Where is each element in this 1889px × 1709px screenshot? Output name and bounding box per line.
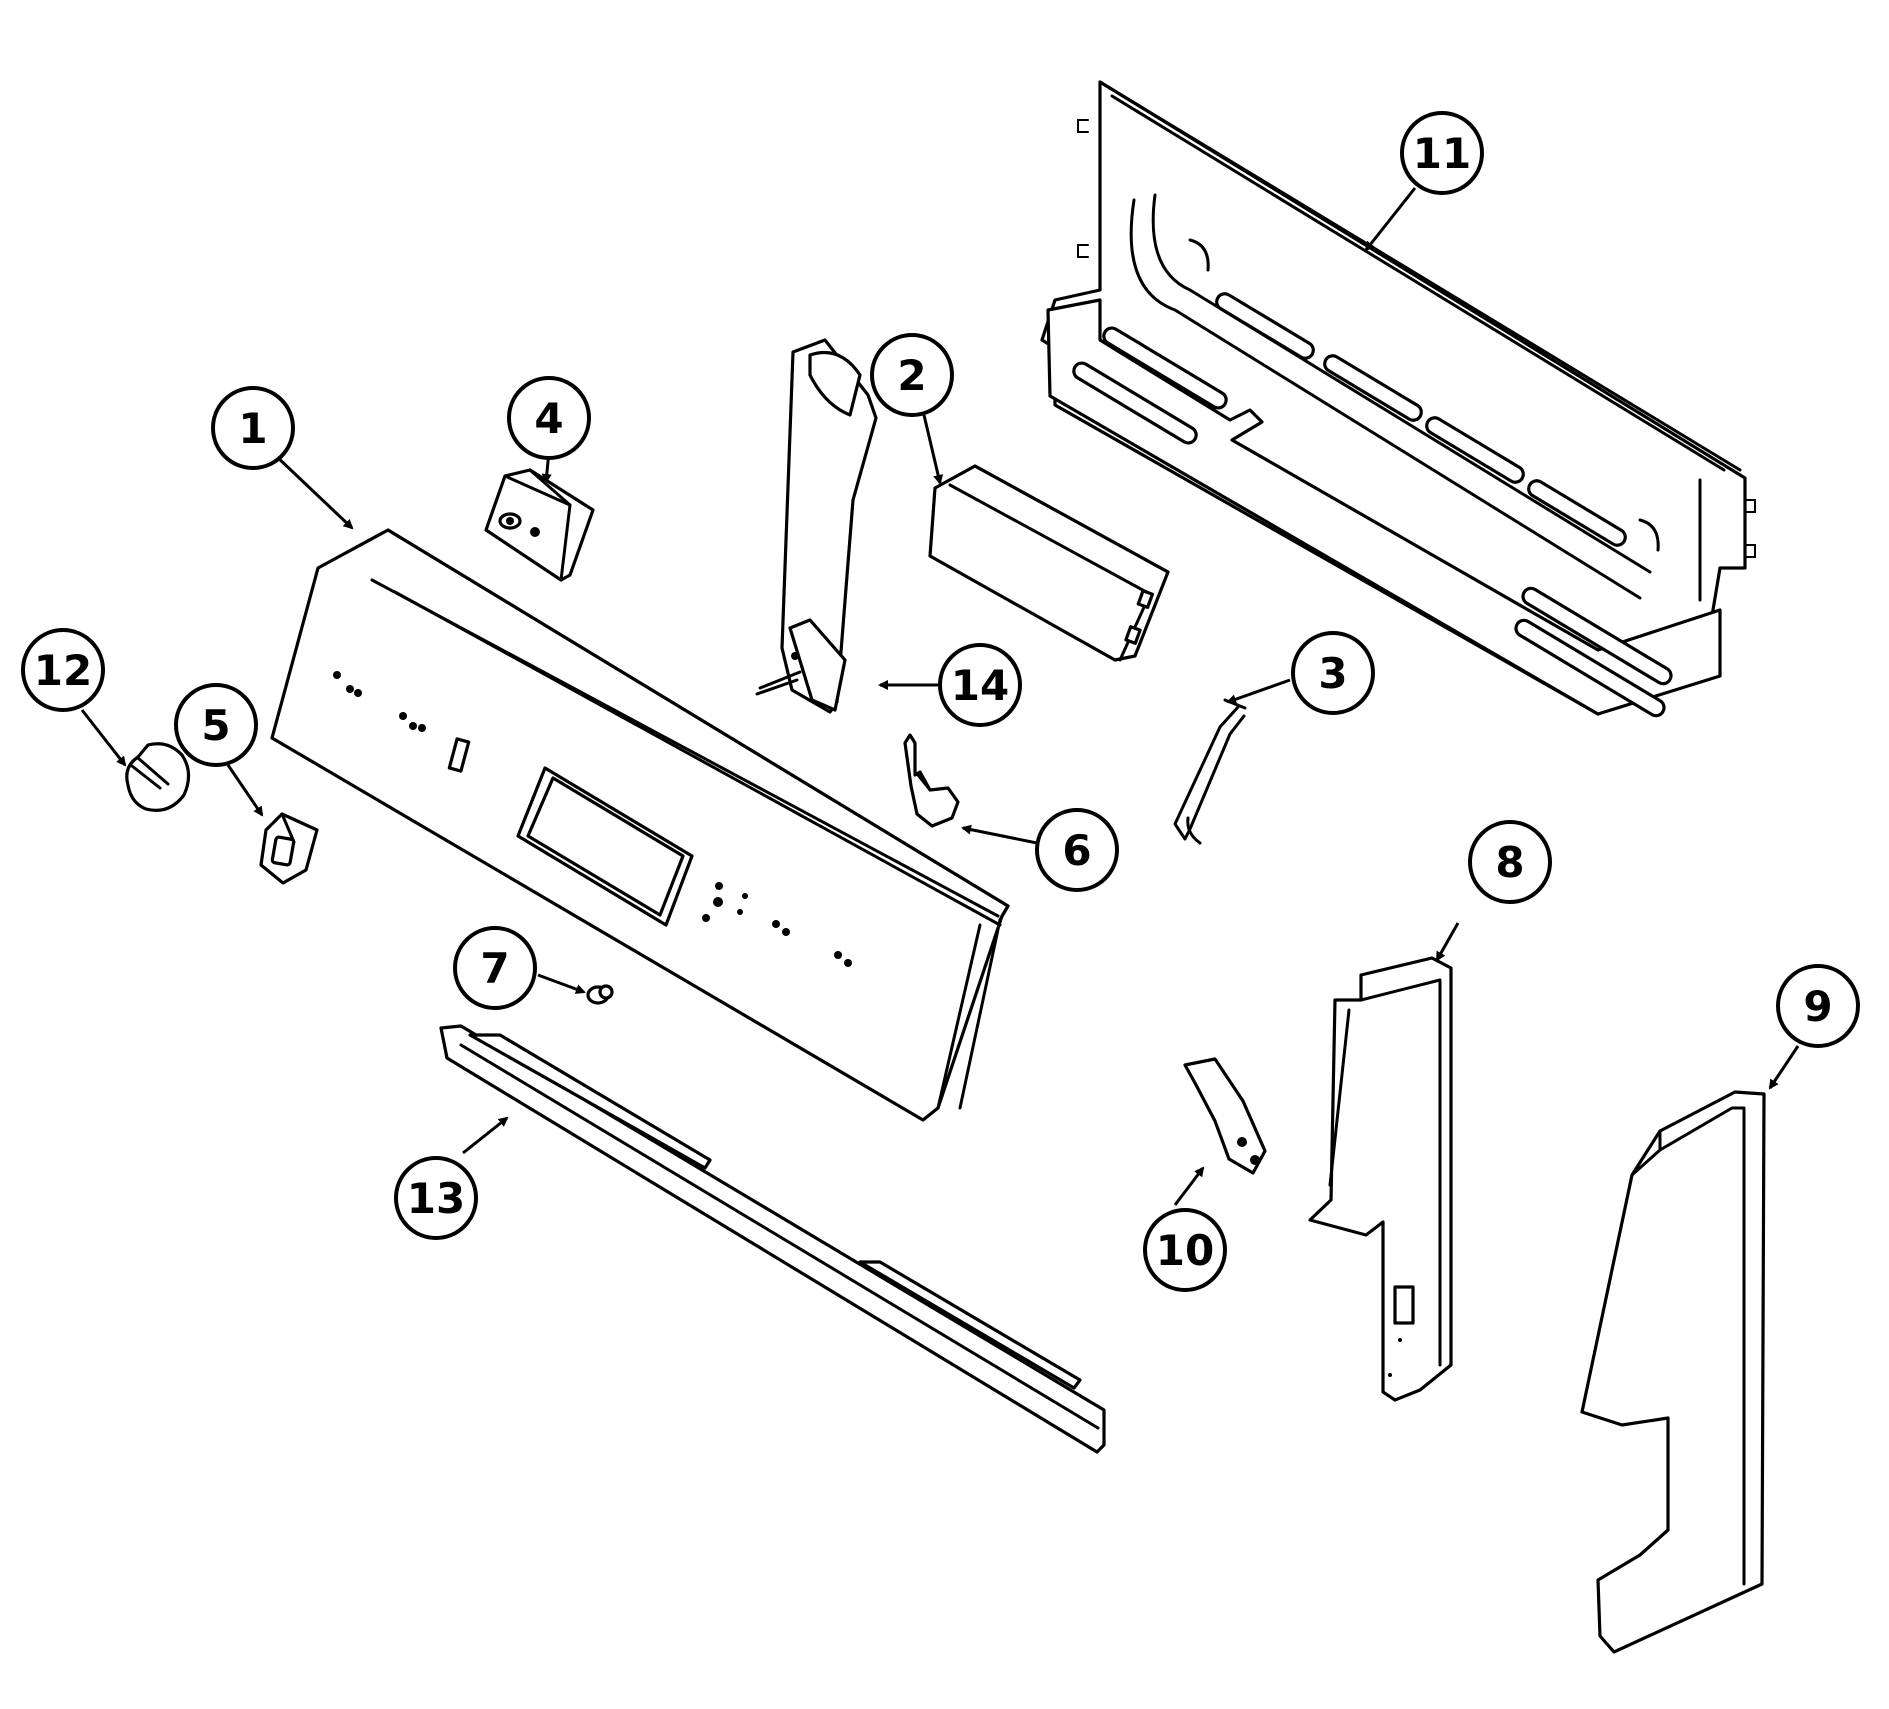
callout-14: 14 [938,643,1022,727]
callout-11: 11 [1400,111,1484,195]
callout-5: 5 [174,683,258,767]
callout-3: 3 [1291,631,1375,715]
svg-text:5: 5 [201,701,230,750]
svg-text:11: 11 [1413,129,1471,178]
callout-4: 4 [507,376,591,460]
part-6-clip [903,733,960,828]
part-10-bracket [1183,1057,1267,1175]
callout-12: 12 [21,628,105,712]
part-13-trim [439,1024,1106,1454]
svg-text:4: 4 [534,394,563,443]
svg-text:14: 14 [951,661,1009,710]
svg-text:10: 10 [1156,1226,1214,1275]
callout-leaders [80,187,1800,1206]
callout-10: 10 [1143,1208,1227,1292]
part-11-back-panel [1040,80,1756,718]
svg-text:9: 9 [1803,982,1832,1031]
part-8-side-panel [1308,956,1453,1402]
part-1-control-panel [270,528,1010,1122]
svg-text:3: 3 [1318,649,1347,698]
svg-text:6: 6 [1062,826,1091,875]
svg-text:2: 2 [897,351,926,400]
svg-text:8: 8 [1495,838,1524,887]
callout-8: 8 [1468,820,1552,904]
part-2-electronic-control [928,464,1170,662]
svg-text:1: 1 [238,404,267,453]
svg-text:12: 12 [34,646,92,695]
callout-7: 7 [453,926,537,1010]
svg-text:13: 13 [407,1174,465,1223]
part-4-switch [484,468,595,582]
callout-1: 1 [211,386,295,470]
callout-13: 13 [394,1156,478,1240]
part-12-knob [125,742,191,812]
part-3-bracket [1173,698,1247,845]
callout-6: 6 [1035,808,1119,892]
part-14-thermostat [755,338,878,714]
part-7-grommet [586,984,614,1005]
part-9-side-trim [1580,1090,1766,1654]
callout-2: 2 [870,333,954,417]
part-5-switch [259,812,319,885]
svg-text:7: 7 [480,944,509,993]
callout-9: 9 [1776,964,1860,1048]
